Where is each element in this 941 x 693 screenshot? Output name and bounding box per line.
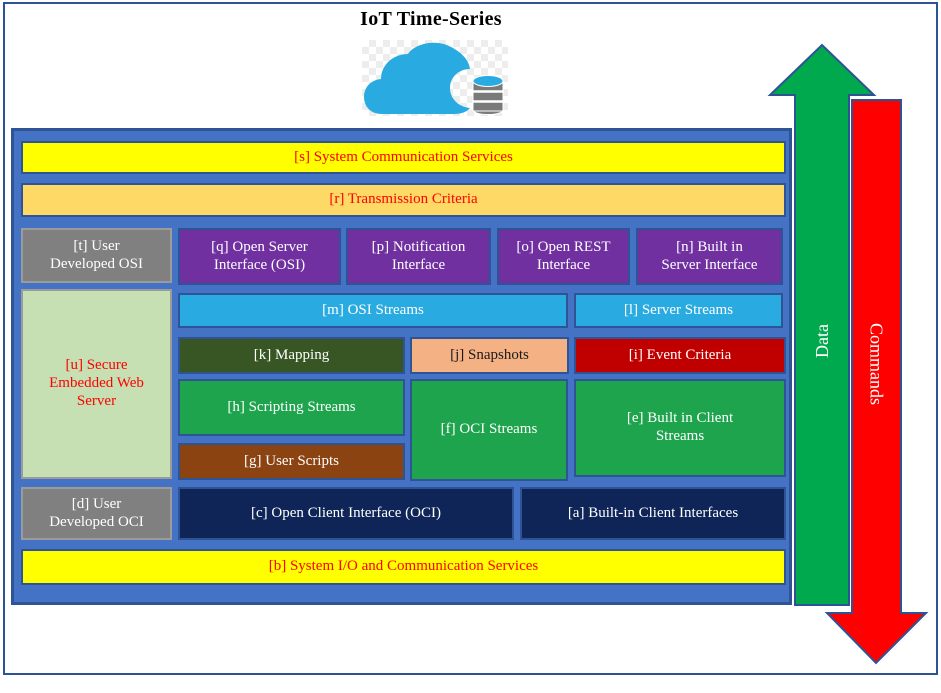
block-i-event-criteria: [i] Event Criteria (574, 337, 786, 374)
block-s-system-communication-services: [s] System Communication Services (21, 141, 786, 174)
block-h-scripting-streams: [h] Scripting Streams (178, 379, 405, 436)
outer-frame (3, 2, 938, 675)
block-q-open-server-interface: [q] Open Server Interface (OSI) (178, 228, 341, 285)
commands-down-arrow (824, 99, 929, 665)
data-up-arrow (767, 43, 877, 606)
cloud-database-icon (362, 40, 508, 116)
block-t-user-developed-osi: [t] User Developed OSI (21, 228, 172, 283)
data-arrow-label: Data (812, 324, 832, 358)
block-p-notification-interface: [p] Notification Interface (346, 228, 491, 285)
database-icon (472, 75, 504, 115)
block-b-system-io-and-communication-services: [b] System I/O and Communication Service… (21, 549, 786, 585)
block-l-server-streams: [l] Server Streams (574, 293, 783, 328)
data-flow-arrows: Data Commands (767, 43, 929, 665)
block-m-osi-streams: [m] OSI Streams (178, 293, 568, 328)
cloud-shape (364, 42, 470, 115)
commands-arrow-label: Commands (867, 323, 887, 405)
block-u-secure-embedded-web-server: [u] Secure Embedded Web Server (21, 289, 172, 479)
block-g-user-scripts: [g] User Scripts (178, 443, 405, 480)
diagram-title: IoT Time-Series (360, 8, 502, 30)
block-a-built-in-client-interfaces: [a] Built-in Client Interfaces (520, 487, 786, 540)
block-r-transmission-criteria: [r] Transmission Criteria (21, 183, 786, 217)
cloud-database-svg (364, 42, 504, 115)
block-f-oci-streams: [f] OCI Streams (410, 379, 568, 481)
block-d-user-developed-oci: [d] User Developed OCI (21, 487, 172, 540)
block-o-open-rest-interface: [o] Open REST Interface (497, 228, 630, 285)
block-c-open-client-interface: [c] Open Client Interface (OCI) (178, 487, 514, 540)
block-j-snapshots: [j] Snapshots (410, 337, 569, 374)
block-k-mapping: [k] Mapping (178, 337, 405, 374)
block-n-built-in-server-interface: [n] Built in Server Interface (636, 228, 783, 285)
block-e-built-in-client-streams: [e] Built in Client Streams (574, 379, 786, 477)
